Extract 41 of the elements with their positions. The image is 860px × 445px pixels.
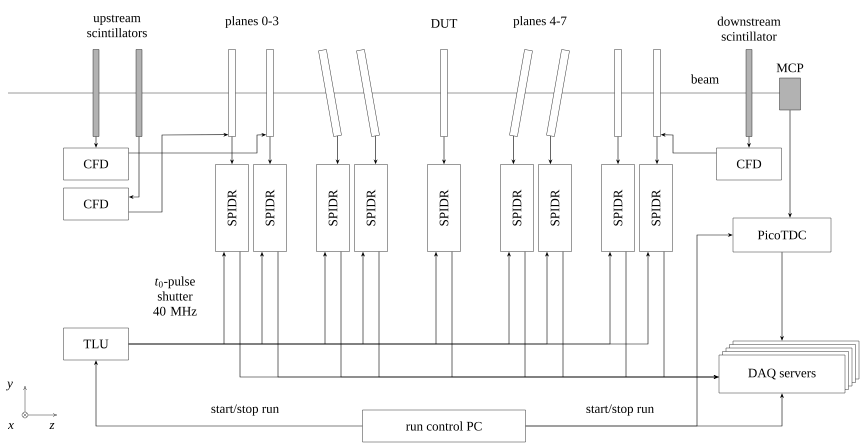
readout-box: SPIDR [215, 164, 249, 252]
process-box: PicoTDC [732, 218, 832, 252]
detector-plane [228, 49, 236, 137]
readout-box: SPIDR [601, 164, 635, 252]
readout-box: SPIDR [538, 164, 572, 252]
detector-plane [509, 49, 533, 137]
scintillator-bar [136, 49, 142, 137]
scintillator-bar [92, 49, 100, 137]
readout-box: SPIDR [253, 164, 287, 252]
detector-plane [266, 49, 274, 137]
process-box: CFD [716, 148, 782, 180]
axis-label: z [49, 423, 54, 429]
readout-box: SPIDR [354, 164, 388, 252]
edge-label: start/stop run [210, 403, 280, 417]
node-label: MCP [776, 64, 804, 72]
group-heading: planes 0-3 [225, 16, 278, 28]
detector-plane [356, 49, 380, 137]
process-box: CFD [63, 188, 129, 220]
detector-plane: DUT [431, 19, 458, 137]
process-box: TLU [63, 328, 129, 360]
beam-label: beam [690, 74, 719, 84]
readout-box: SPIDR [316, 164, 350, 252]
readout-box: SPIDR [427, 164, 461, 252]
detector-plane [614, 49, 622, 137]
node-label: DUT [431, 19, 458, 28]
readout-box: SPIDR [639, 164, 673, 252]
detector-plane [653, 49, 661, 137]
group-heading: planes 4-7 [513, 16, 567, 28]
axis-label: y [6, 382, 13, 390]
server-stack: DAQ servers [718, 340, 860, 394]
process-box: run control PC [362, 410, 526, 442]
detector-plane [318, 49, 342, 137]
node-label: downstream scintillator [718, 16, 781, 41]
axis-label: x [8, 423, 14, 429]
group-heading: upstream scintillators [87, 14, 147, 38]
detector-box: MCP [776, 64, 804, 110]
detector-plane [546, 49, 570, 137]
signal-label: t$_{0}$-pulse shutter 40 MHz [153, 276, 197, 316]
process-box: CFD [63, 148, 129, 180]
readout-box: SPIDR [500, 164, 534, 252]
edge-label: start/stop run [584, 403, 656, 417]
